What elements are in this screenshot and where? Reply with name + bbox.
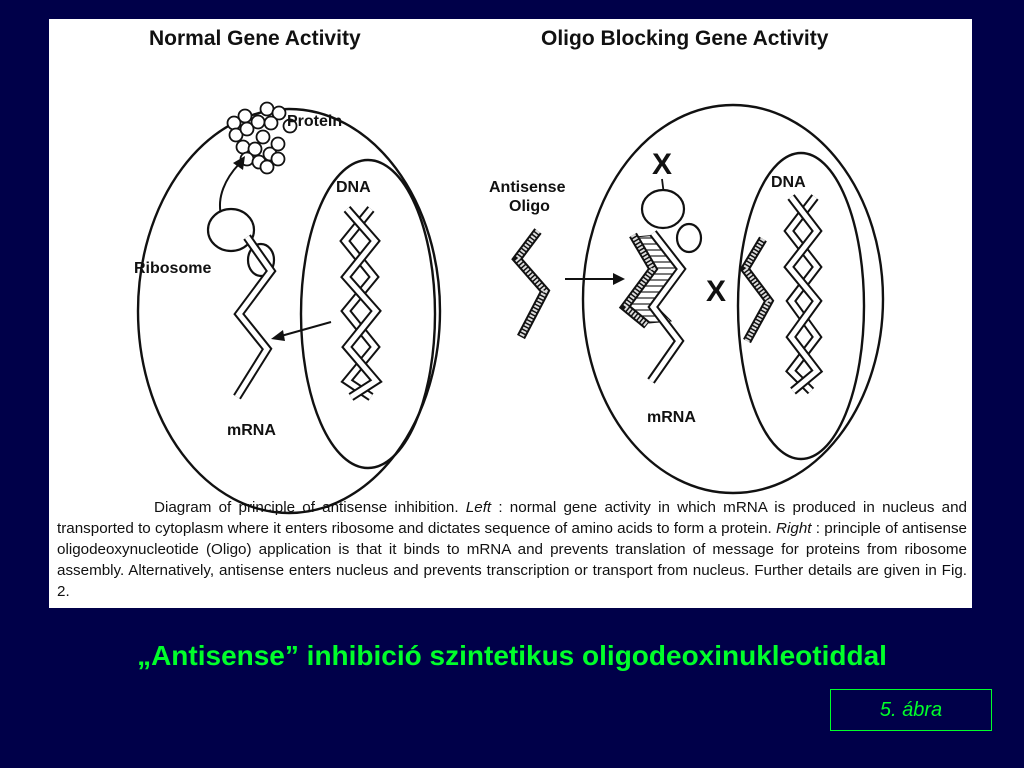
left-nucleus-outline bbox=[299, 158, 437, 470]
figure-number-label: 5. ábra bbox=[879, 698, 943, 721]
protein-label: Protein bbox=[287, 113, 343, 130]
antisense-label-line2: Oligo bbox=[509, 198, 550, 215]
antisense-label-line1: Antisense bbox=[489, 179, 566, 196]
left-mrna-label: mRNA bbox=[227, 422, 276, 439]
left-dna-helix-icon bbox=[339, 206, 383, 401]
left-cell-outline bbox=[136, 107, 442, 515]
caption-part-3: : principle of antisense oligodeoxynucle… bbox=[57, 520, 968, 600]
right-mrna-label: mRNA bbox=[647, 409, 696, 426]
nuclear-oligo-strand bbox=[739, 236, 775, 344]
caption-left-word: Left bbox=[465, 499, 492, 516]
right-ribosome-small-subunit bbox=[675, 222, 703, 254]
left-panel-title: Normal Gene Activity bbox=[149, 27, 361, 50]
figure-drawing bbox=[136, 101, 885, 515]
right-dna-helix-icon bbox=[783, 194, 824, 395]
transport-arrowhead bbox=[271, 330, 285, 341]
translation-arrowhead bbox=[233, 156, 245, 170]
oligo-binding-arrowhead bbox=[613, 273, 625, 285]
protein-chain-icon bbox=[226, 101, 298, 175]
antisense-figure: Normal Gene Activity Oligo Blocking Gene… bbox=[49, 19, 972, 608]
free-oligo-strand bbox=[511, 228, 551, 340]
ribosome-label: Ribosome bbox=[134, 260, 212, 277]
caption-part-1: Diagram of principle of antisense inhibi… bbox=[154, 499, 466, 516]
caption-part-2: : normal gene activity in which mRNA is … bbox=[57, 499, 967, 537]
transport-block-x-icon: X bbox=[706, 275, 727, 308]
right-nucleus-outline bbox=[736, 151, 866, 461]
left-dna-label: DNA bbox=[336, 179, 371, 196]
figure-number-box: 5. ábra bbox=[830, 689, 992, 731]
translation-arrow bbox=[219, 163, 240, 216]
right-panel-title: Oligo Blocking Gene Activity bbox=[541, 27, 829, 50]
slide-title: „Antisense” inhibició szintetikus oligod… bbox=[137, 640, 887, 671]
ribosome-block-x-icon: X bbox=[652, 148, 673, 181]
transport-arrow bbox=[280, 321, 332, 337]
right-dna-label: DNA bbox=[771, 174, 806, 191]
right-cell-outline bbox=[581, 103, 885, 495]
right-ribosome-large-subunit bbox=[640, 188, 686, 230]
ribosome-large-subunit bbox=[206, 207, 256, 253]
figure-caption: Diagram of principle of antisense inhibi… bbox=[57, 497, 967, 602]
caption-right-word: Right bbox=[776, 520, 812, 537]
